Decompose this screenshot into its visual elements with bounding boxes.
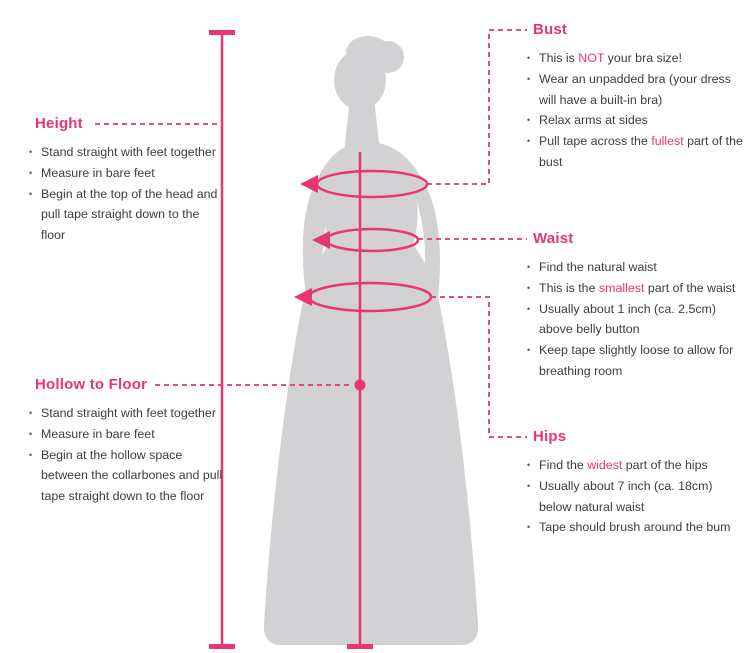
woman-silhouette — [263, 36, 479, 645]
bust-connector — [427, 29, 527, 185]
section-bust: Bust This is NOT your bra size!Wear an u… — [525, 21, 745, 173]
instruction-item: Find the widest part of the hips — [525, 455, 741, 476]
section-bust-list: This is NOT your bra size!Wear an unpadd… — [525, 48, 745, 173]
hollow-line-bottom-cap — [347, 644, 373, 649]
section-hips-title: Hips — [533, 428, 567, 445]
bust-tape-arrow — [300, 175, 318, 193]
section-height-title: Height — [35, 115, 83, 132]
section-height: Height Stand straight with feet together… — [27, 115, 225, 246]
section-hips: Hips Find the widest part of the hipsUsu… — [525, 428, 741, 538]
instruction-item: Usually about 7 inch (ca. 18cm) below na… — [525, 476, 741, 518]
height-line-bottom-cap — [209, 644, 235, 649]
instruction-item: Measure in bare feet — [27, 163, 225, 184]
waist-tape-arrow — [312, 231, 330, 249]
instruction-item: Tape should brush around the bum — [525, 517, 741, 538]
accent-text: widest — [587, 458, 623, 472]
dress — [263, 168, 479, 645]
instruction-item: Begin at the top of the head and pull ta… — [27, 184, 225, 246]
instruction-item: Pull tape across the fullest part of the… — [525, 131, 745, 173]
section-waist: Waist Find the natural waistThis is the … — [525, 230, 749, 382]
connector-lines — [95, 29, 527, 438]
hips-connector — [431, 296, 527, 438]
section-hollow-to-floor: Hollow to Floor Stand straight with feet… — [27, 376, 229, 507]
instruction-item: Begin at the hollow space between the co… — [27, 445, 229, 507]
instruction-item: This is the smallest part of the waist — [525, 278, 749, 299]
neck — [344, 98, 380, 152]
section-waist-list: Find the natural waistThis is the smalle… — [525, 257, 749, 382]
instruction-item: This is NOT your bra size! — [525, 48, 745, 69]
measure-lines — [209, 30, 433, 649]
accent-text: NOT — [578, 51, 605, 65]
instruction-item: Keep tape slightly loose to allow for br… — [525, 340, 749, 382]
section-hips-list: Find the widest part of the hipsUsually … — [525, 455, 741, 538]
section-hollow-to-floor-title: Hollow to Floor — [35, 376, 148, 393]
section-waist-title: Waist — [533, 230, 574, 247]
hips-tape-arrow — [294, 288, 312, 306]
instruction-item: Stand straight with feet together — [27, 142, 225, 163]
instruction-item: Find the natural waist — [525, 257, 749, 278]
hair-bun — [372, 41, 404, 73]
accent-text: smallest — [598, 280, 645, 295]
accent-text: fullest — [651, 134, 684, 149]
instruction-item: Usually about 1 inch (ca. 2.5cm) above b… — [525, 299, 749, 341]
section-height-list: Stand straight with feet togetherMeasure… — [27, 142, 225, 246]
section-bust-title: Bust — [533, 21, 568, 38]
instruction-item: Measure in bare feet — [27, 424, 229, 445]
instruction-item: Wear an unpadded bra (your dress will ha… — [525, 69, 745, 111]
height-line-top-cap — [209, 30, 235, 35]
hollow-point-dot — [354, 379, 366, 391]
section-hollow-to-floor-list: Stand straight with feet togetherMeasure… — [27, 403, 229, 507]
instruction-item: Relax arms at sides — [525, 110, 745, 131]
instruction-item: Stand straight with feet together — [27, 403, 229, 424]
